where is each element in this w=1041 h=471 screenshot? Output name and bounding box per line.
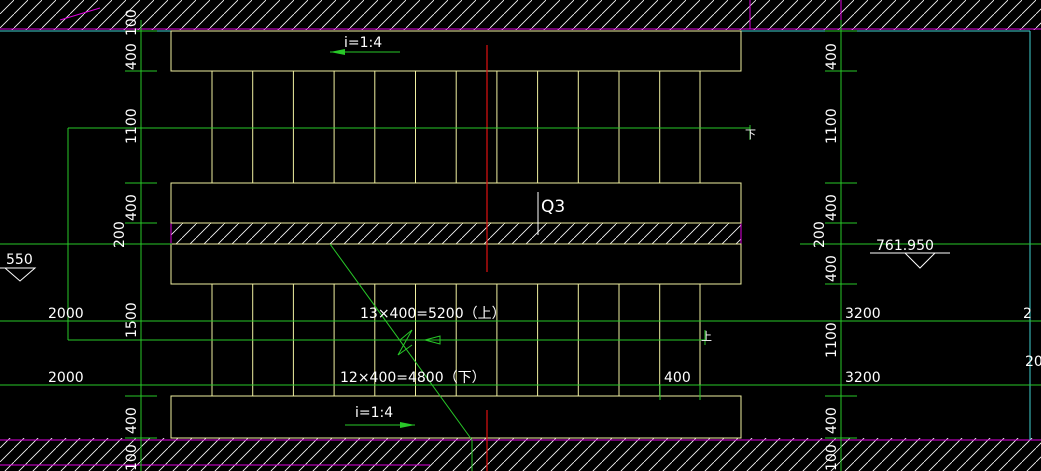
left-dim-5: 200 (112, 221, 128, 248)
right-horizontal-dim-1: 3200 (845, 306, 881, 322)
right-dim-5: 400 (824, 255, 840, 282)
elevation-marker-right (870, 252, 950, 269)
right-dim-1: 400 (824, 43, 840, 70)
elevation-right: 761.950 (876, 238, 934, 254)
dimension-lines (0, 20, 1041, 471)
edge-right-label-top: 2 (1023, 306, 1032, 322)
left-horizontal-dim-2: 2000 (48, 370, 84, 386)
up-marker: 上 (701, 330, 712, 343)
elevation-marker-left (0, 267, 37, 282)
right-dim-3: 400 (824, 194, 840, 221)
slope-label-bottom: i=1:4 (355, 405, 393, 421)
right-dim-2: 1100 (824, 108, 840, 144)
dimension-ticks (125, 30, 857, 439)
bottom-wall-hatch (0, 438, 1041, 471)
left-dim-8: 100 (124, 444, 140, 471)
elevation-left: 550 (6, 252, 33, 268)
left-horizontal-dim-1: 2000 (48, 306, 84, 322)
right-dim-7: 400 (824, 407, 840, 434)
right-dim-8: 100 (824, 444, 840, 471)
treads-upper-flight (211, 71, 661, 183)
step-width-label: 400 (664, 370, 691, 386)
left-dim-2: 400 (124, 43, 140, 70)
top-wall-hatch (0, 0, 1041, 30)
left-dim-4: 400 (124, 194, 140, 221)
left-dim-1: 100 (124, 9, 140, 36)
steps-up-label: 13×400=5200（上） (360, 306, 506, 322)
stair-label: Q3 (541, 197, 565, 217)
steps-down-label: 12×400=4800（下） (340, 370, 486, 386)
down-marker: 下 (745, 128, 756, 141)
slope-label-top: i=1:4 (344, 35, 382, 51)
right-dim-4: 200 (812, 221, 828, 248)
left-dim-6: 1500 (124, 302, 140, 338)
landing-beam-hatch (171, 223, 741, 244)
edge-right-label: 20 (1025, 354, 1041, 370)
right-dim-6: 1100 (824, 322, 840, 358)
right-horizontal-dim-2: 3200 (845, 370, 881, 386)
left-dim-3: 1100 (124, 108, 140, 144)
left-dim-7: 400 (124, 407, 140, 434)
